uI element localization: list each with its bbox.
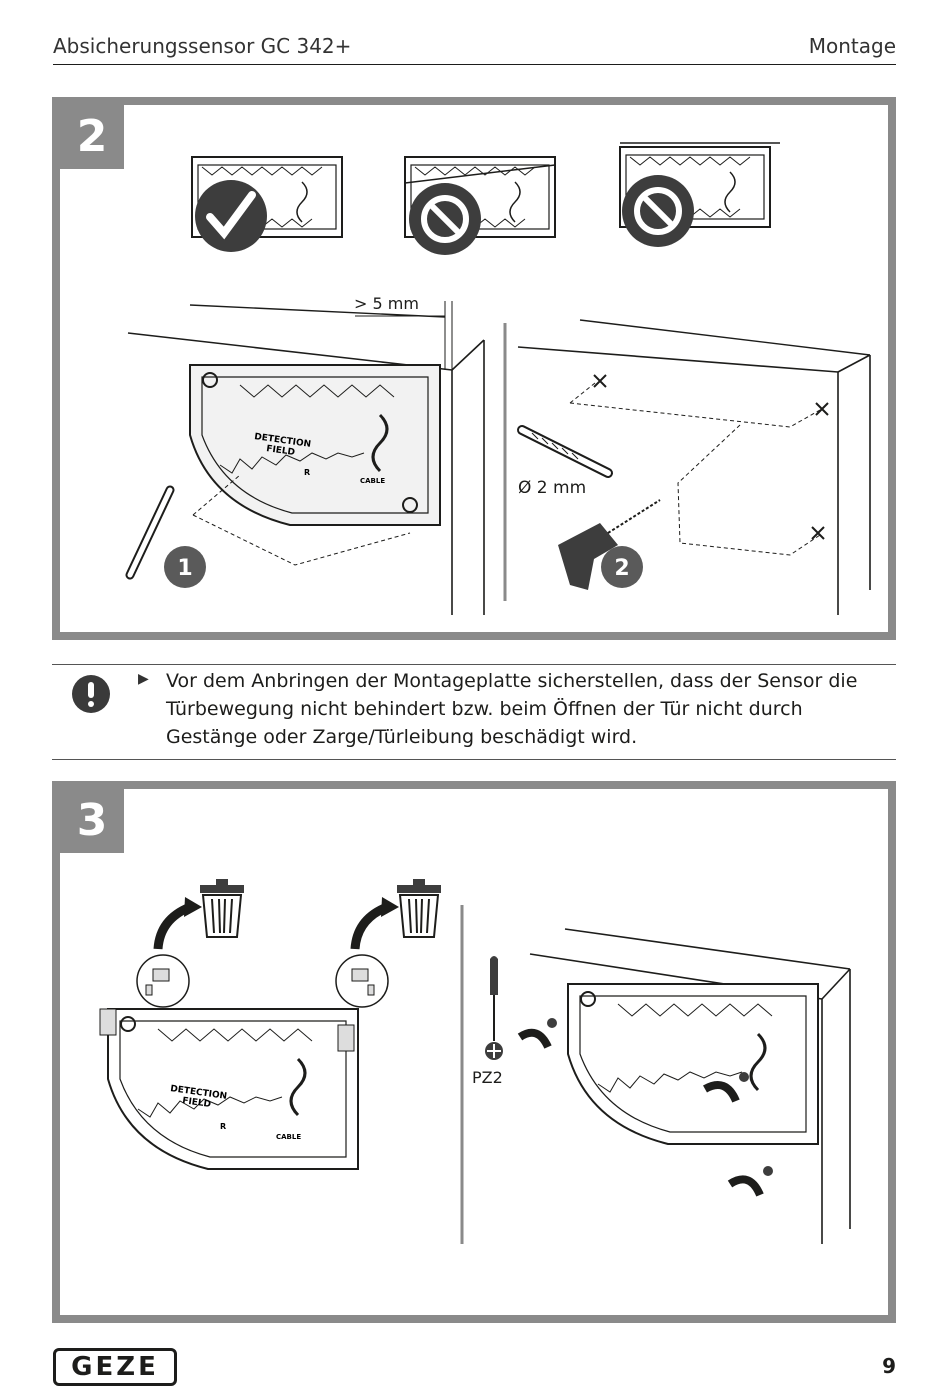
screw-icon (547, 1018, 773, 1176)
substep-2-badge (601, 546, 643, 588)
plate-cable-label: CABLE (276, 1133, 301, 1141)
rotate-arrow-icon (517, 1028, 764, 1197)
warning-note: ▶ Vor dem Anbringen der Montageplatte si… (52, 664, 896, 760)
prohibited-icon (622, 175, 694, 247)
substep-2-number: 2 (614, 556, 629, 581)
geze-logo: GEZE (53, 1348, 177, 1386)
plate-r-label: R (220, 1122, 226, 1131)
document-title: Absicherungssensor GC 342+ (53, 34, 352, 58)
distance-label: > 5 mm (354, 294, 419, 313)
page-header: Absicherungssensor GC 342+ Montage (53, 34, 896, 65)
screwdriver-icon (485, 956, 503, 1060)
substep-1-badge (164, 546, 206, 588)
drill-mark-icon (593, 374, 829, 540)
plate-field-label: FIELD (182, 1096, 212, 1110)
step-3-illustration: DETECTION FIELD R CABLE PZ2 (99, 878, 851, 1244)
step-3-panel: 3 (52, 781, 896, 1323)
check-icon (195, 180, 267, 252)
drill-icon (558, 499, 661, 590)
bullet-icon: ▶ (138, 671, 149, 687)
step-number: 3 (60, 789, 124, 853)
screwdriver-label: PZ2 (472, 1068, 503, 1087)
trash-icon (396, 878, 442, 938)
trash-icon (199, 878, 245, 938)
warning-text: Vor dem Anbringen der Montageplatte sich… (166, 670, 858, 748)
drill-diameter-label: Ø 2 mm (518, 478, 586, 498)
plate-cable-label: CABLE (360, 477, 385, 485)
step-number: 2 (60, 105, 124, 169)
plate-field-label: FIELD (266, 444, 296, 458)
exclamation-icon (72, 675, 110, 713)
step-2-illustration: > 5 mm DETECTION FIELD R CABLE 1 (125, 142, 871, 615)
step-2-panel: 2 (52, 97, 896, 640)
substep-1-number: 1 (177, 556, 192, 581)
page-number: 9 (882, 1354, 896, 1378)
section-title: Montage (808, 34, 896, 58)
drill-bit-icon (517, 425, 613, 478)
pencil-icon (125, 485, 175, 580)
prohibited-icon (409, 183, 481, 255)
plate-r-label: R (304, 468, 310, 477)
